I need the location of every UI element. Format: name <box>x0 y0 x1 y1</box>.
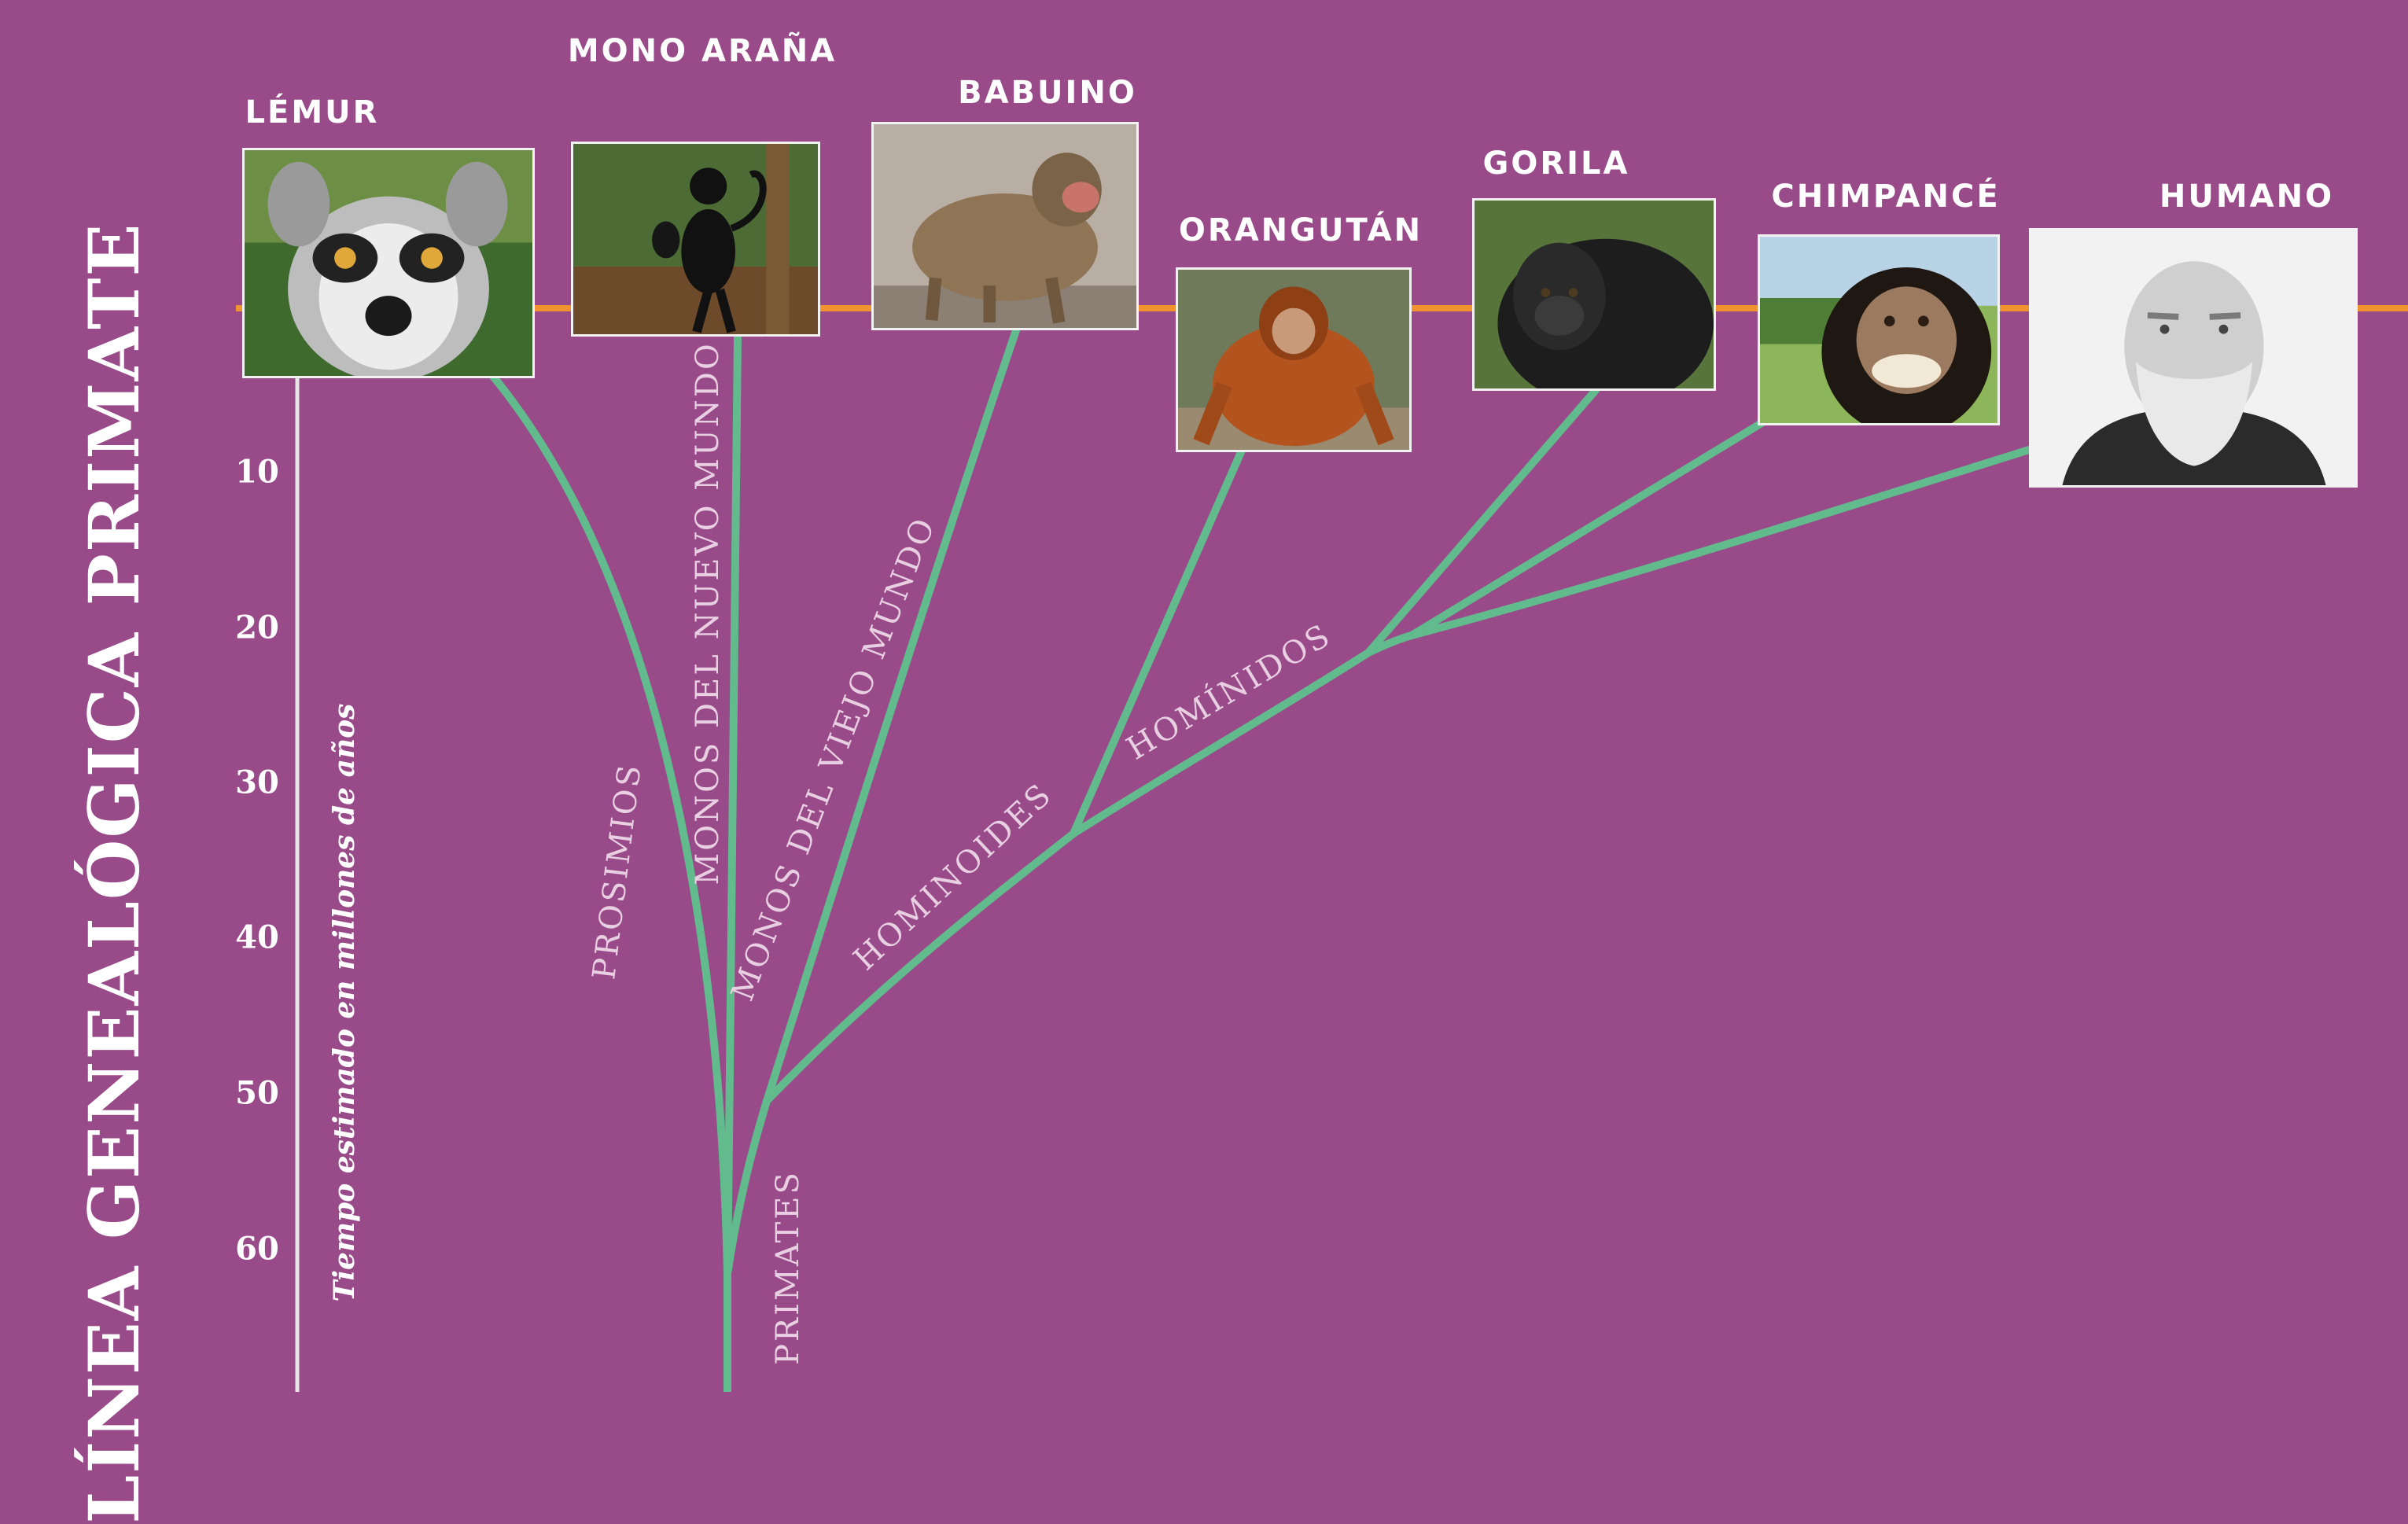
species-label-spider-monkey: MONO ARAÑA <box>567 33 838 69</box>
time-axis-label: Tiempo estimado en millones de años <box>328 703 361 1302</box>
axis-tick: 30 <box>235 764 279 801</box>
species-label-human: HUMANO <box>2159 179 2335 215</box>
axis-tick: 10 <box>235 453 279 491</box>
branch-primates-split <box>724 1097 771 1278</box>
branch-spider-monkey <box>724 334 742 1278</box>
branch-chimpanzee <box>1408 419 1765 639</box>
branch-hominoids <box>763 830 1077 1105</box>
branch-baboon <box>763 326 1020 1105</box>
species-label-baboon: BABUINO <box>958 75 1137 111</box>
diagram-title: LÍNEA GENEALÓGICA PRIMATE <box>73 222 155 1524</box>
primate-tree-diagram: LÍNEA GENEALÓGICA PRIMATE Tiempo estimad… <box>73 33 2408 1524</box>
lemur-photo <box>242 148 535 378</box>
branch-orangutan <box>1070 448 1245 837</box>
baboon-photo <box>871 122 1139 330</box>
species-label-lemur: LÉMUR <box>245 94 380 131</box>
human-photo <box>2029 228 2358 488</box>
axis-tick: 50 <box>235 1074 279 1112</box>
orangutan-photo <box>1176 267 1412 452</box>
gorilla-photo <box>1472 198 1716 391</box>
tree-graphic <box>236 305 2408 1392</box>
species-label-orangutan: ORANGUTÁN <box>1178 212 1423 248</box>
branch-lemur <box>484 366 731 1278</box>
spider-monkey-photo <box>571 142 820 337</box>
chimpanzee-photo <box>1758 234 2000 425</box>
branch-gorilla <box>1364 385 1600 657</box>
axis-tick: 60 <box>235 1230 279 1268</box>
branch-label-new-world-monkeys: MONOS DEL NUEVO MUNDO <box>690 341 726 885</box>
branch-human <box>1408 446 2033 639</box>
axis-tick: 20 <box>235 609 279 646</box>
species-label-chimpanzee: CHIMPANCÉ <box>1771 179 2001 215</box>
species-label-gorilla: GORILA <box>1482 145 1630 182</box>
branch-label-primates: PRIMATES <box>770 1170 806 1365</box>
branch-hominids <box>1070 649 1372 837</box>
axis-tick: 40 <box>235 918 279 956</box>
